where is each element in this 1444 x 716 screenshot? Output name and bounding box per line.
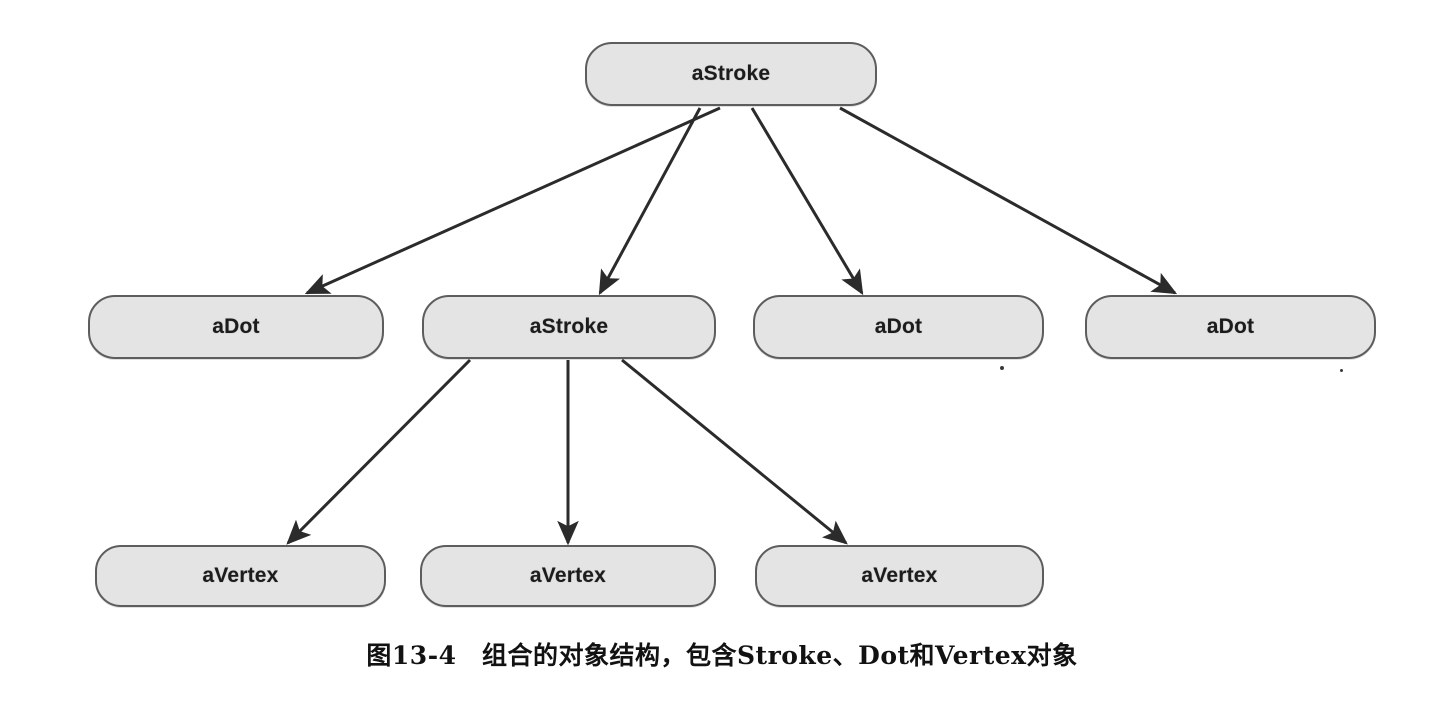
- edges-group: [286, 106, 1178, 546]
- scan-speck: [1000, 366, 1004, 370]
- node-dot-1[interactable]: aDot: [88, 295, 384, 359]
- node-vertex-3[interactable]: aVertex: [755, 545, 1044, 607]
- edge-root-stroke-to-dot-3: [839, 106, 1178, 295]
- node-root-stroke[interactable]: aStroke: [585, 42, 877, 106]
- node-label: aDot: [1206, 315, 1255, 338]
- node-child-stroke[interactable]: aStroke: [422, 295, 716, 359]
- node-label: aVertex: [202, 564, 279, 587]
- node-label: aDot: [212, 315, 260, 338]
- node-label: aVertex: [529, 564, 607, 587]
- node-dot-2[interactable]: aDot: [753, 295, 1044, 359]
- edge-root-stroke-to-dot-2: [750, 107, 864, 296]
- figure-caption-text: 图13-4 组合的对象结构，包含Stroke、Dot和Vertex对象: [366, 641, 1078, 670]
- node-dot-3[interactable]: aDot: [1085, 295, 1376, 359]
- edge-child-stroke-to-vertex-1: [286, 358, 472, 545]
- node-vertex-2[interactable]: aVertex: [420, 545, 716, 607]
- node-label: aStroke: [691, 62, 771, 85]
- node-label: aDot: [874, 315, 923, 338]
- edge-child-stroke-to-vertex-3: [621, 358, 848, 545]
- edge-root-stroke-to-dot-1: [304, 106, 721, 295]
- node-label: aVertex: [861, 564, 938, 587]
- node-label: aStroke: [529, 315, 609, 338]
- edge-root-stroke-to-child-stroke: [598, 107, 702, 296]
- scan-speck: [1340, 369, 1343, 372]
- node-vertex-1[interactable]: aVertex: [95, 545, 386, 607]
- figure-caption: 图13-4 组合的对象结构，包含Stroke、Dot和Vertex对象: [0, 636, 1444, 672]
